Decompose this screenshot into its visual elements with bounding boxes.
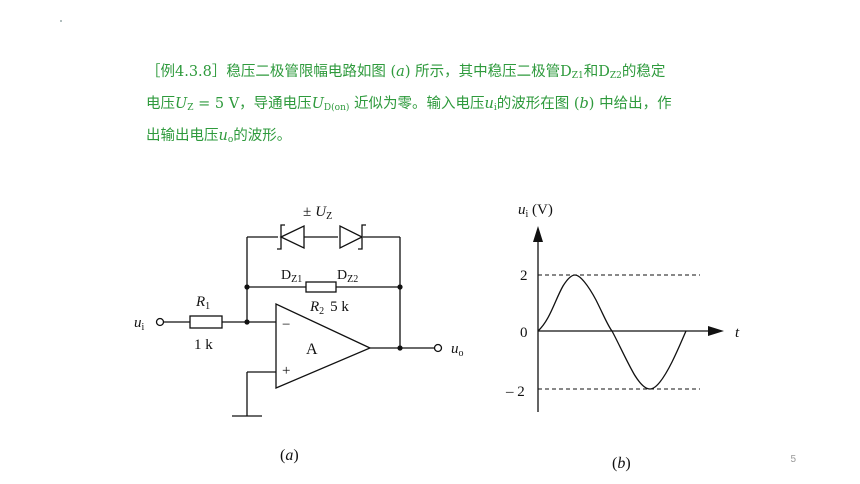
subscript: Z2: [609, 71, 622, 81]
text-fragment: U: [311, 96, 324, 112]
input-sine-curve: [537, 274, 687, 390]
dz2-label: DZ2: [337, 268, 358, 285]
noninverting-input-sign: +: [282, 363, 290, 379]
junction-node: [244, 284, 250, 290]
r1-label: R1: [195, 294, 210, 312]
caption-b: (b): [612, 455, 631, 472]
problem-line-1: ［例4.3.8］稳压二极管限幅电路如图 (a) 所示，其中稳压二极管DZ1和DZ…: [146, 58, 721, 90]
ui-label: ui: [134, 315, 145, 333]
problem-line-3: 出输出电压uo的波形。: [146, 122, 721, 154]
text-fragment: 的稳定: [621, 64, 666, 80]
problem-statement: ［例4.3.8］稳压二极管限幅电路如图 (a) 所示，其中稳压二极管DZ1和DZ…: [146, 58, 721, 154]
uo-label: uo: [451, 341, 464, 359]
inverting-input-sign: −: [282, 317, 290, 333]
junction-node: [397, 284, 403, 290]
y-axis-label: ui (V): [518, 202, 553, 220]
y-axis-arrow: [533, 226, 543, 242]
junction-node: [244, 319, 250, 325]
r1-value: 1 k: [194, 337, 213, 353]
subscript: D(on): [323, 103, 350, 113]
text-fragment: ［例4.3.8］稳压二极管限幅电路如图 (: [146, 64, 397, 80]
text-fragment: 出输出电压: [146, 128, 219, 144]
text-fragment: b: [579, 96, 589, 112]
subscript: Z: [187, 103, 194, 113]
text-fragment: a: [396, 64, 405, 80]
text-fragment: ) 中给出，作: [588, 96, 672, 112]
text-fragment: u: [218, 128, 228, 144]
dz1-label: DZ1: [281, 268, 302, 285]
uz-label: ±UZ: [303, 204, 332, 222]
tick-label-0: 0: [520, 325, 528, 341]
text-fragment: 的波形在图 (: [496, 96, 580, 112]
opamp-label: A: [306, 341, 318, 358]
subscript: Z1: [571, 71, 584, 81]
page-number: 5: [790, 454, 796, 465]
x-axis-label: t: [735, 325, 740, 341]
circuit-wires: [164, 224, 434, 417]
input-terminal: [155, 317, 165, 327]
text-fragment: 电压: [146, 96, 175, 112]
output-terminal: [433, 343, 443, 353]
text-fragment: 和D: [583, 64, 610, 80]
subscript: i: [493, 103, 497, 113]
waveform-plot: ui (V) 2 0 – 2 t (b): [505, 202, 740, 472]
decorative-dot: [60, 20, 62, 22]
x-axis-arrow: [708, 326, 724, 336]
text-fragment: 的波形。: [233, 128, 292, 144]
caption-a: (a): [280, 447, 299, 464]
text-fragment: = 5 V，导通电压: [193, 96, 312, 112]
problem-line-2: 电压UZ = 5 V，导通电压UD(on) 近似为零。输入电压ui的波形在图 (…: [146, 90, 721, 122]
junction-node: [397, 345, 403, 351]
tick-label-2: 2: [520, 268, 528, 284]
tick-label-minus-2: – 2: [505, 384, 525, 400]
text-fragment: u: [484, 96, 494, 112]
text-fragment: ) 所示，其中稳压二极管D: [404, 64, 572, 80]
text-fragment: 近似为零。输入电压: [349, 96, 485, 112]
subscript: o: [227, 135, 234, 145]
text-fragment: U: [175, 96, 188, 112]
